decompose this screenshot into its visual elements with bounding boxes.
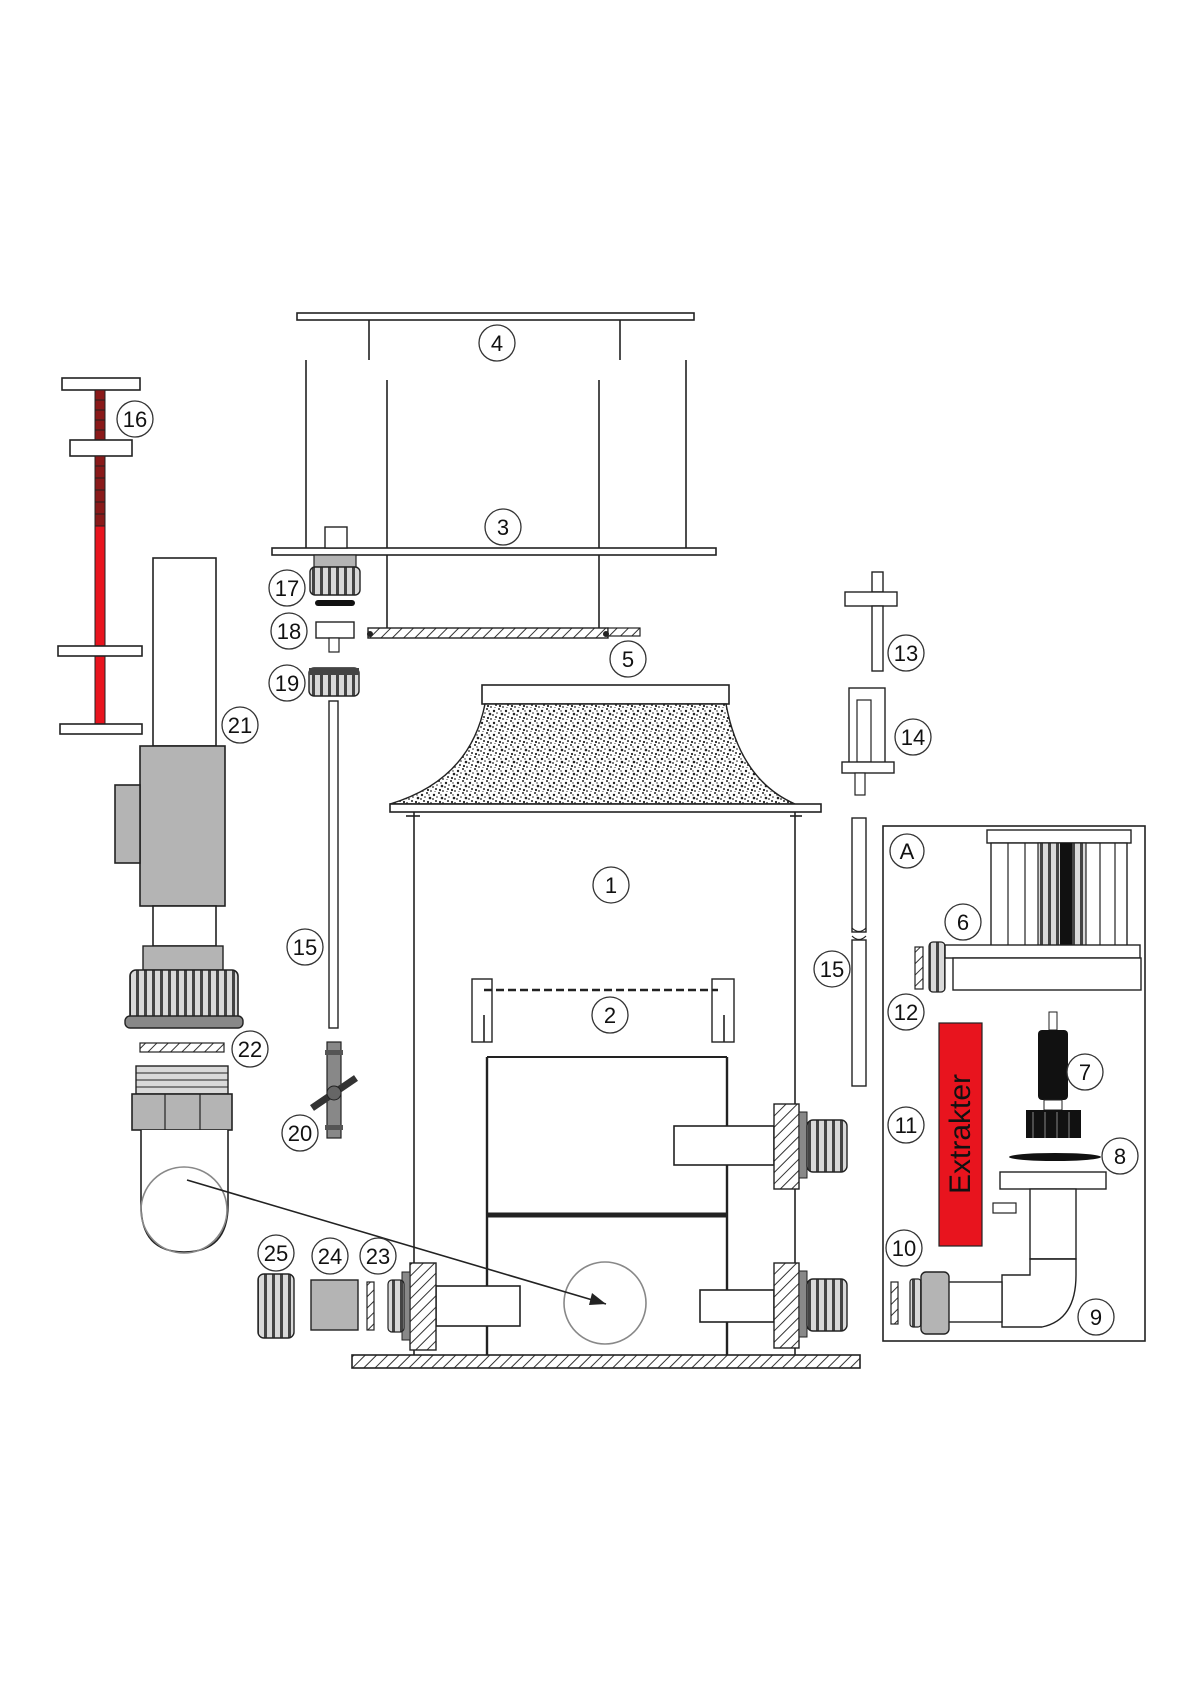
part-18-valve-stem	[316, 622, 354, 652]
svg-text:20: 20	[288, 1121, 312, 1146]
callout-1: 1	[593, 867, 629, 903]
part-10-seal	[891, 1282, 898, 1324]
callout-2: 2	[592, 997, 628, 1033]
callout-24: 24	[312, 1238, 348, 1274]
svg-text:25: 25	[264, 1241, 288, 1266]
svg-text:7: 7	[1079, 1060, 1091, 1085]
outlet-fitting	[132, 1039, 232, 1253]
callout-17: 17	[269, 570, 305, 606]
callout-14: 14	[895, 719, 931, 755]
callout-16: 16	[117, 401, 153, 437]
callout-A: A	[890, 834, 924, 868]
callout-8: 8	[1102, 1138, 1138, 1174]
callout-22: 22	[232, 1031, 268, 1067]
part-14-connector	[842, 688, 894, 795]
svg-text:24: 24	[318, 1244, 342, 1269]
callout-4: 4	[479, 325, 515, 361]
part-21-valve	[115, 558, 243, 1028]
svg-text:6: 6	[957, 910, 969, 935]
callout-7: 7	[1067, 1054, 1103, 1090]
callout-20: 20	[282, 1115, 318, 1151]
svg-text:12: 12	[894, 1000, 918, 1025]
svg-text:15: 15	[293, 935, 317, 960]
svg-text:4: 4	[491, 331, 503, 356]
pump-chamber	[487, 1057, 727, 1355]
callout-11: 11	[888, 1107, 924, 1143]
svg-text:13: 13	[894, 641, 918, 666]
part-20-air-valve	[312, 1042, 356, 1138]
part-19-nut	[309, 668, 359, 696]
callout-5: 5	[610, 641, 646, 677]
callout-23: 23	[360, 1238, 396, 1274]
part-15-tube-left	[329, 701, 338, 1028]
svg-text:9: 9	[1090, 1305, 1102, 1330]
svg-text:11: 11	[895, 1113, 918, 1138]
extractor-label: Extrakter	[944, 1074, 977, 1194]
part-15-tube-right	[852, 818, 866, 1086]
part-12-seal	[915, 947, 923, 989]
part-24-adapter	[311, 1280, 358, 1330]
svg-text:8: 8	[1114, 1144, 1126, 1169]
callout-3: 3	[485, 509, 521, 545]
callout-12: 12	[888, 994, 924, 1030]
svg-text:22: 22	[238, 1037, 262, 1062]
callout-15-right: 15	[814, 951, 850, 987]
svg-text:14: 14	[901, 725, 925, 750]
svg-text:A: A	[900, 839, 915, 864]
svg-text:16: 16	[123, 407, 147, 432]
svg-text:1: 1	[605, 873, 617, 898]
svg-text:19: 19	[275, 671, 299, 696]
svg-text:21: 21	[228, 713, 252, 738]
callout-25: 25	[258, 1235, 294, 1271]
svg-text:5: 5	[622, 647, 634, 672]
callout-9: 9	[1078, 1299, 1114, 1335]
wall-fitting-upper	[674, 1104, 847, 1189]
wall-inlet-left	[388, 1263, 520, 1350]
svg-text:18: 18	[277, 619, 301, 644]
callout-21: 21	[222, 707, 258, 743]
svg-text:17: 17	[275, 576, 299, 601]
callout-6: 6	[945, 904, 981, 940]
callout-10: 10	[886, 1230, 922, 1266]
svg-text:15: 15	[820, 957, 844, 982]
part-25-nut	[258, 1274, 294, 1338]
svg-text:23: 23	[366, 1244, 390, 1269]
svg-text:3: 3	[497, 515, 509, 540]
part-8-gasket	[1009, 1153, 1101, 1161]
callout-19: 19	[269, 665, 305, 701]
part-17-fitting	[310, 555, 360, 606]
callout-13: 13	[888, 635, 924, 671]
callout-15-left: 15	[287, 929, 323, 965]
wall-fitting-lower	[700, 1263, 847, 1348]
svg-text:2: 2	[604, 1003, 616, 1028]
base-plate	[352, 1355, 860, 1368]
callout-18: 18	[271, 613, 307, 649]
svg-text:10: 10	[892, 1236, 916, 1261]
part-23-seal	[367, 1282, 374, 1330]
part-cup-insert	[367, 628, 640, 638]
